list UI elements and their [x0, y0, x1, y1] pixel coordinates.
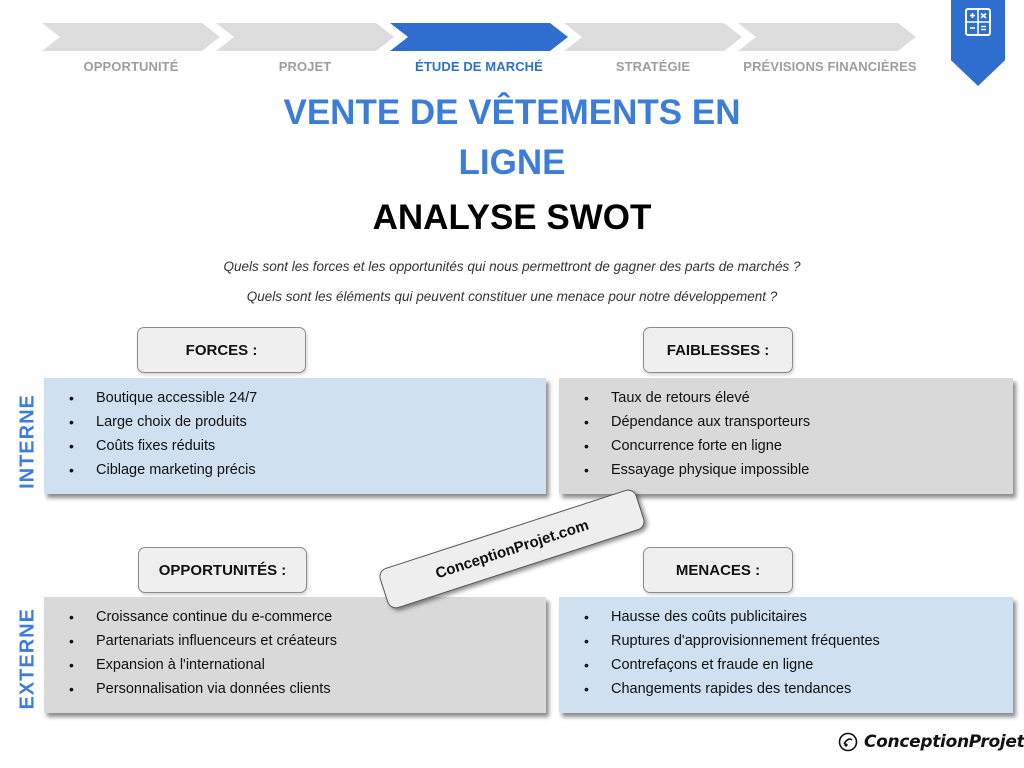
faiblesses-panel: Taux de retours élevé Dépendance aux tra… [559, 378, 1013, 494]
list-item: Essayage physique impossible [584, 458, 1013, 482]
forces-heading: FORCES : [137, 327, 306, 373]
step-chevron-projet[interactable] [216, 23, 394, 51]
list-item: Taux de retours élevé [584, 386, 1013, 410]
calculator-icon [965, 8, 991, 36]
progress-steps [42, 23, 932, 51]
question-1: Quels sont les forces et les opportunité… [223, 259, 801, 274]
faiblesses-list: Taux de retours élevé Dépendance aux tra… [559, 378, 1013, 482]
forces-panel: Boutique accessible 24/7 Large choix de … [44, 378, 546, 494]
list-item: Large choix de produits [69, 410, 546, 434]
step-label-etude-de-marche[interactable]: ÉTUDE DE MARCHÉ [415, 59, 543, 74]
opportunites-panel: Croissance continue du e-commerce Parten… [44, 597, 546, 713]
list-item: Partenariats influenceurs et créateurs [69, 629, 546, 653]
title-line-1: VENTE DE VÊTEMENTS EN [283, 93, 741, 132]
list-item: Contrefaçons et fraude en ligne [584, 653, 1013, 677]
forces-list: Boutique accessible 24/7 Large choix de … [44, 378, 546, 482]
opportunites-heading: OPPORTUNITÉS : [138, 547, 307, 593]
faiblesses-heading: FAIBLESSES : [643, 327, 793, 373]
step-chevron-strategie[interactable] [564, 23, 742, 51]
brand-logo: ConceptionProjet [838, 729, 1024, 755]
list-item: Croissance continue du e-commerce [69, 605, 546, 629]
logo-text: ConceptionProjet [864, 732, 1024, 752]
list-item: Dépendance aux transporteurs [584, 410, 1013, 434]
list-item: Changements rapides des tendances [584, 677, 1013, 701]
lightbulb-logo-icon [838, 732, 858, 752]
step-chevron-etude-de-marche[interactable] [390, 23, 568, 51]
step-label-projet[interactable]: PROJET [278, 59, 332, 74]
side-label-internal: INTERNE [16, 394, 39, 489]
menaces-list: Hausse des coûts publicitaires Ruptures … [559, 597, 1013, 701]
list-item: Boutique accessible 24/7 [69, 386, 546, 410]
list-item: Hausse des coûts publicitaires [584, 605, 1013, 629]
list-item: Personnalisation via données clients [69, 677, 546, 701]
step-chevron-previsions[interactable] [738, 23, 916, 51]
menaces-panel: Hausse des coûts publicitaires Ruptures … [559, 597, 1013, 713]
list-item: Expansion à l'international [69, 653, 546, 677]
step-label-strategie[interactable]: STRATÉGIE [615, 59, 691, 74]
watermark-stamp: ConceptionProjet.com [377, 487, 647, 611]
step-label-previsions[interactable]: PRÉVISIONS FINANCIÈRES [743, 59, 917, 74]
menaces-heading: MENACES : [643, 547, 793, 593]
step-chevron-opportunite[interactable] [42, 23, 220, 51]
list-item: Concurrence forte en ligne [584, 434, 1013, 458]
side-label-external: EXTERNE [16, 608, 39, 710]
list-item: Coûts fixes réduits [69, 434, 546, 458]
list-item: Ciblage marketing précis [69, 458, 546, 482]
step-label-opportunite[interactable]: OPPORTUNITÉ [83, 59, 179, 74]
page-title: ANALYSE SWOT [372, 198, 652, 237]
opportunites-list: Croissance continue du e-commerce Parten… [44, 597, 546, 701]
list-item: Ruptures d'approvisionnement fréquentes [584, 629, 1013, 653]
question-2: Quels sont les éléments qui peuvent cons… [246, 289, 778, 304]
title-line-2: LIGNE [458, 143, 566, 182]
